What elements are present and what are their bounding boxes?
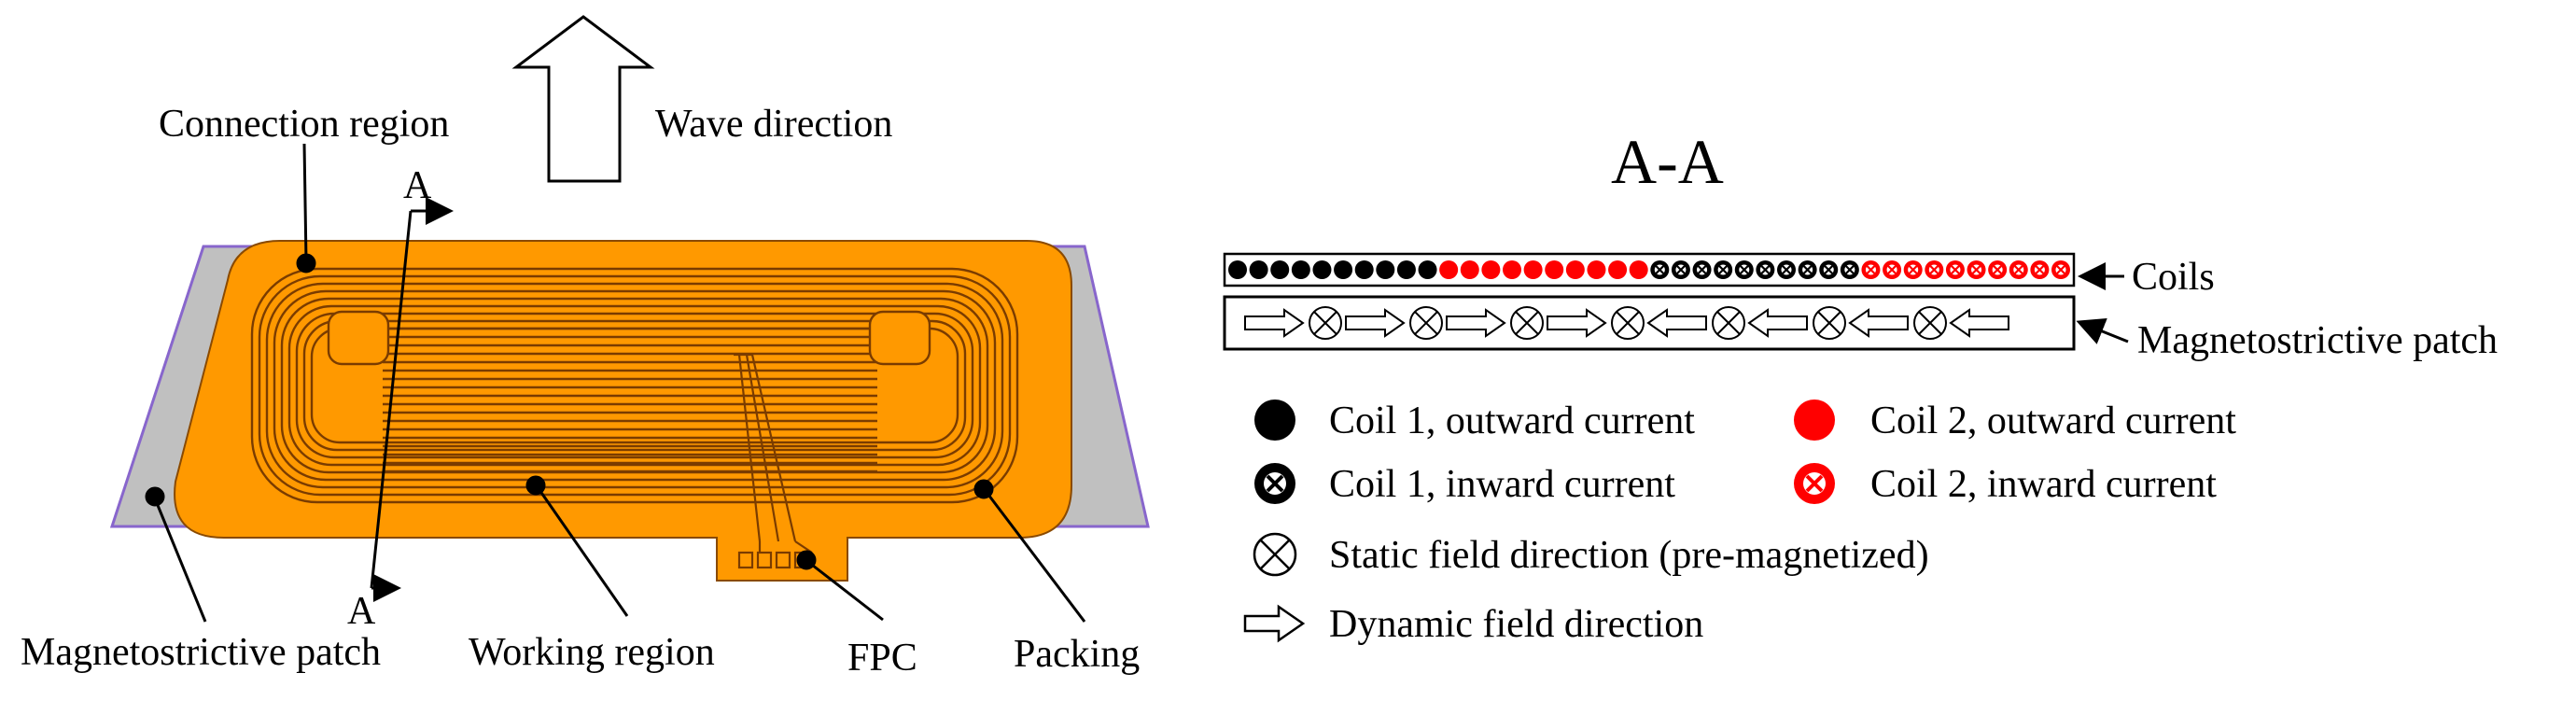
fpc-leads — [734, 353, 813, 554]
coil-inward-symbol — [1945, 260, 1965, 279]
right-callouts — [2076, 262, 2129, 344]
patch-row — [1244, 306, 2009, 340]
left-window — [327, 310, 390, 366]
section-line — [370, 197, 454, 602]
coil-inward-symbol — [1925, 260, 1944, 279]
static-field-symbol — [1913, 306, 1947, 340]
coil-inward-symbol — [2009, 260, 2028, 279]
patch-callout-label: Magnetostrictive patch — [2137, 319, 2498, 362]
coil-inward-symbol — [1692, 260, 1712, 279]
coil-outward-symbol — [1565, 260, 1585, 279]
coil-outward-symbol — [1503, 260, 1521, 279]
svg-text:Coil 1, inward current: Coil 1, inward current — [1329, 463, 1675, 506]
section-label-bottom: A — [347, 590, 376, 633]
legend-item-static-field: Static field direction (pre-magnetized) — [1253, 532, 1929, 577]
svg-text:Dynamic field direction: Dynamic field direction — [1329, 603, 1703, 646]
fpc-label: FPC — [847, 637, 917, 680]
magnetostrictive-patch-label: Magnetostrictive patch — [21, 631, 381, 674]
coil-outward-symbol — [1354, 260, 1374, 279]
coil-outward-symbol — [1312, 260, 1332, 279]
dynamic-field-arrow — [1547, 308, 1607, 338]
coil-inward-symbol — [1840, 260, 1859, 279]
coil-trace — [295, 312, 974, 459]
section-title: A-A — [1611, 126, 1724, 197]
static-field-symbol — [1712, 306, 1745, 340]
dynamic-field-arrow — [1244, 308, 1305, 338]
legend-item-coil1-inward: Coil 1, inward current — [1254, 463, 1675, 506]
coil-outward-symbol — [1334, 260, 1353, 279]
coil-row — [1228, 260, 2070, 279]
left-callouts — [145, 143, 1086, 623]
coil-traces — [250, 267, 1019, 504]
coil-outward-symbol — [1270, 260, 1290, 279]
wave-direction-label: Wave direction — [655, 103, 892, 146]
coil-inward-symbol — [1756, 260, 1775, 279]
legend-item-dynamic-field: Dynamic field direction — [1243, 603, 1703, 646]
coil-inward-symbol — [1734, 260, 1754, 279]
coil-outward-symbol — [1376, 260, 1395, 279]
coil-outward-symbol — [1460, 260, 1479, 279]
legend-item-coil1-outward: Coil 1, outward current — [1254, 400, 1695, 442]
transducer-3d-view: Wave direction A A Connection region Mag… — [21, 15, 1150, 680]
dynamic-field-arrow — [1848, 308, 1909, 338]
wave-direction-arrow — [511, 15, 655, 183]
coil-outward-symbol — [1291, 260, 1310, 279]
coil-outward-symbol — [1418, 260, 1437, 279]
static-field-symbol — [1309, 306, 1342, 340]
coil-trace — [287, 304, 982, 467]
coil-inward-symbol — [1903, 260, 1923, 279]
static-field-symbol — [1813, 306, 1846, 340]
right-window — [868, 310, 931, 366]
coil-outward-symbol — [1629, 260, 1648, 279]
dynamic-field-arrow — [1949, 308, 2009, 338]
coil-outward-symbol — [1439, 260, 1459, 279]
coil-inward-symbol — [1650, 260, 1670, 279]
working-region-label: Working region — [469, 631, 715, 674]
section-label-top: A — [403, 164, 432, 207]
coils-callout-label: Coils — [2132, 256, 2215, 299]
coil-inward-symbol — [1967, 260, 1986, 279]
coil-trace — [250, 267, 1019, 504]
coil-outward-symbol — [1249, 260, 1268, 279]
dynamic-field-arrow — [1646, 308, 1707, 338]
svg-text:Coil 1, outward current: Coil 1, outward current — [1329, 400, 1695, 442]
coil-inward-symbol — [1819, 260, 1839, 279]
svg-text:Coil 2, inward current: Coil 2, inward current — [1870, 463, 2217, 506]
coil-inward-symbol — [1671, 260, 1690, 279]
cross-section-view: A-A Coils Magnetostrictive patch Coil 1,… — [1223, 126, 2498, 646]
dynamic-field-arrow — [1747, 308, 1808, 338]
coil-inward-symbol — [1861, 260, 1881, 279]
dynamic-field-arrow — [1446, 308, 1506, 338]
coil-inward-symbol — [1883, 260, 1902, 279]
legend-item-coil2-inward: Coil 2, inward current — [1794, 463, 2217, 506]
static-field-symbol — [1510, 306, 1544, 340]
static-field-symbol — [1611, 306, 1645, 340]
coil-outward-symbol — [1608, 260, 1628, 279]
coil-outward-symbol — [1396, 260, 1416, 279]
packing-label: Packing — [1014, 633, 1140, 676]
coil-outward-symbol — [1545, 260, 1564, 279]
dynamic-field-arrow — [1345, 308, 1406, 338]
legend-item-coil2-outward: Coil 2, outward current — [1794, 400, 2236, 442]
coil-inward-symbol — [2051, 260, 2070, 279]
static-field-symbol — [1409, 306, 1443, 340]
coil-inward-symbol — [1777, 260, 1796, 279]
coil-inward-symbol — [1988, 260, 2008, 279]
coil-trace — [302, 319, 967, 452]
connection-region-label: Connection region — [159, 103, 449, 146]
coil-inward-symbol — [1798, 260, 1817, 279]
coil-trace — [265, 282, 1004, 489]
coil-outward-symbol — [1523, 260, 1543, 279]
coil-outward-symbol — [1228, 260, 1247, 279]
coil-outward-symbol — [1587, 260, 1606, 279]
coil-inward-symbol — [2030, 260, 2050, 279]
svg-text:Coil 2, outward current: Coil 2, outward current — [1870, 400, 2236, 442]
coil-trace — [258, 274, 1012, 497]
coil-outward-symbol — [1481, 260, 1501, 279]
coil-inward-symbol — [1714, 260, 1733, 279]
svg-text:Static field direction (pre-ma: Static field direction (pre-magnetized) — [1329, 534, 1929, 577]
legend: Coil 1, outward current Coil 2, outward … — [1243, 400, 2236, 646]
coil-trace — [273, 289, 997, 482]
